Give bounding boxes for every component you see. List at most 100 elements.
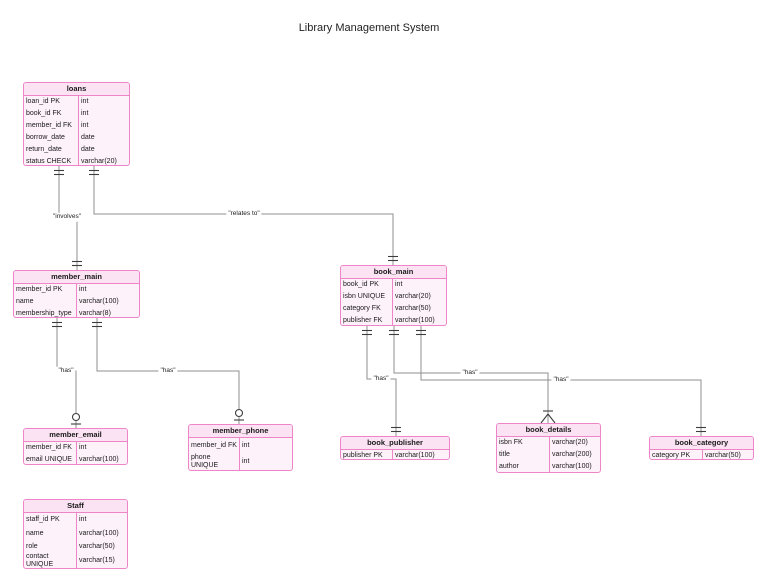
attribute-type: varchar(100) <box>395 316 435 324</box>
attribute-name: category PK <box>650 450 703 459</box>
entity-title: member_main <box>14 271 139 284</box>
attribute-type: int <box>242 457 250 465</box>
attribute-type: varchar(50) <box>705 451 741 459</box>
attribute-type: varchar(50) <box>395 304 431 312</box>
attribute-name: member_id FK <box>24 442 77 454</box>
entity-title: loans <box>24 83 129 96</box>
attribute-type: int <box>79 285 87 293</box>
attribute-type: varchar(20) <box>81 157 117 165</box>
attribute-type: date <box>81 133 95 141</box>
attribute-type: date <box>81 145 95 153</box>
attribute-type: varchar(20) <box>552 438 588 446</box>
relationship-label: "relates to" <box>226 209 262 219</box>
attribute-name: contact UNIQUE <box>24 553 77 568</box>
attribute-name: membership_type <box>14 308 77 317</box>
entity-title: book_main <box>341 266 446 279</box>
attribute-name: email UNIQUE <box>24 454 77 464</box>
attribute-name: member_id FK <box>189 438 240 454</box>
attribute-type: int <box>242 441 250 449</box>
attribute-name: author <box>497 461 550 472</box>
entity-title: book_publisher <box>341 437 449 450</box>
attribute-type: varchar(100) <box>79 455 119 463</box>
attribute-name: loan_id PK <box>24 96 79 108</box>
entity-title: Staff <box>24 500 127 513</box>
attribute-type: varchar(100) <box>79 297 119 305</box>
attribute-type: varchar(100) <box>79 529 119 537</box>
attribute-type: varchar(15) <box>79 557 115 565</box>
attribute-name: book_id PK <box>341 279 393 291</box>
attribute-name: publisher PK <box>341 450 393 459</box>
attribute-type: int <box>81 97 89 105</box>
attribute-name: staff_id PK <box>24 513 77 527</box>
entity-title: book_details <box>497 424 600 437</box>
attribute-name: return_date <box>24 144 79 156</box>
relationship-label: "has" <box>460 368 480 378</box>
relationship-label: "has" <box>551 375 571 385</box>
relationship-label: "has" <box>56 366 76 376</box>
attribute-type: varchar(200) <box>552 450 592 458</box>
relationship-label: "has" <box>158 366 178 376</box>
attribute-name: role <box>24 540 77 555</box>
attribute-type: varchar(100) <box>395 451 435 459</box>
attribute-type: int <box>81 121 89 129</box>
relationship-label: "has" <box>371 374 391 384</box>
entity-title: book_category <box>650 437 753 450</box>
attribute-name: member_id FK <box>24 120 79 132</box>
entity-title: member_email <box>24 429 127 442</box>
attribute-type: int <box>81 109 89 117</box>
attribute-type: int <box>79 443 87 451</box>
attribute-type: int <box>79 515 87 523</box>
attribute-name: member_id PK <box>14 284 77 296</box>
attribute-name: title <box>497 449 550 461</box>
attribute-name: name <box>24 526 77 541</box>
attribute-name: isbn FK <box>497 437 550 449</box>
attribute-type: varchar(8) <box>79 309 111 317</box>
attribute-name: borrow_date <box>24 132 79 144</box>
attribute-name: phone UNIQUE <box>189 454 240 470</box>
attribute-name: status CHECK <box>24 156 79 165</box>
relationship-label: "involves" <box>50 212 84 222</box>
attribute-type: varchar(100) <box>552 462 592 470</box>
attribute-type: varchar(20) <box>395 292 431 300</box>
attribute-name: name <box>14 296 77 308</box>
diagram-title: Library Management System <box>298 22 440 34</box>
entity-title: member_phone <box>189 425 292 438</box>
attribute-name: category FK <box>341 303 393 315</box>
